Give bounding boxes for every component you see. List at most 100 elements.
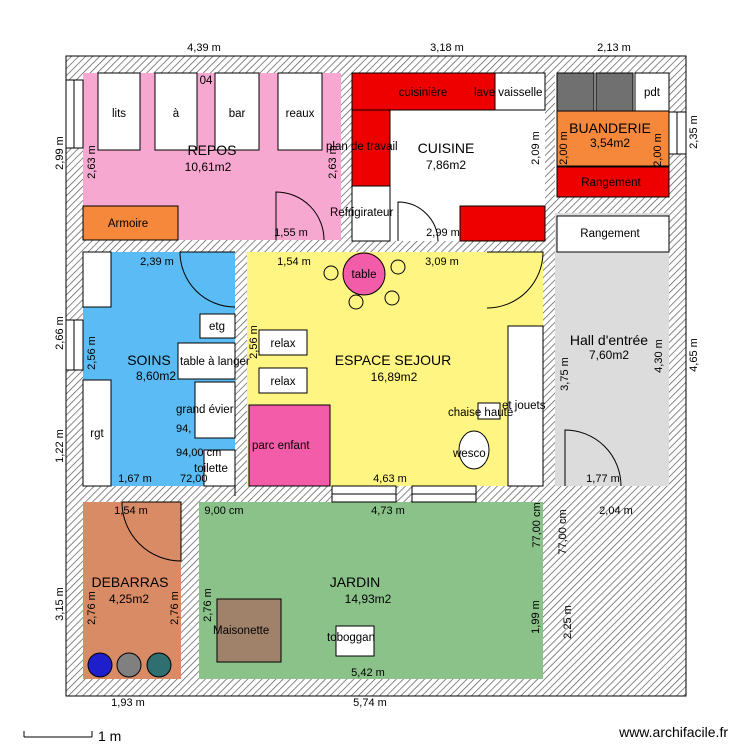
label-table-langer: table à langer: [180, 356, 250, 368]
dim-cuisine-h: 2,09 m: [530, 131, 542, 165]
dim-hall-w-bottom: 2,04 m: [599, 505, 633, 517]
room-name-sejour: ESPACE SEJOUR: [335, 352, 451, 368]
room-area-cuisine: 7,86m2: [426, 158, 466, 172]
room-area-hall: 7,60m2: [589, 348, 629, 362]
label-toilette: toilette: [194, 463, 228, 475]
chaise-haute: [477, 402, 501, 420]
dim-left-3: 1,22 m: [54, 429, 66, 463]
room-name-debarras: DEBARRAS: [91, 574, 168, 590]
label-lave-vaisselle: lave vaisselle: [474, 87, 542, 99]
bin-teal: [146, 652, 172, 678]
toboggan: [335, 625, 375, 657]
dim-v77-1: 77,00 cm: [531, 502, 543, 547]
room-name-hall: Hall d'entrée: [570, 332, 648, 348]
pdt-box: [634, 72, 670, 112]
relax-2: [258, 367, 308, 394]
label-relax-1: relax: [271, 338, 296, 350]
room-area-soins: 8,60m2: [136, 369, 176, 383]
label-pdt: pdt: [644, 87, 661, 99]
dim-top-1: 4,39 m: [187, 42, 221, 54]
label-armoire: Armoire: [108, 218, 148, 230]
shelf-top: [82, 251, 112, 308]
appliance-2: [595, 72, 634, 112]
bed-1: [97, 72, 141, 151]
dim-sejour-w-top: 1,54 m: [277, 256, 311, 268]
room-name-repos: REPOS: [187, 142, 236, 158]
label-maisonette: Maisonette: [213, 625, 269, 637]
room-name-jardin: JARDIN: [330, 574, 381, 590]
buanderie-orange: [556, 110, 670, 167]
dim-jardin-w-top: 4,73 m: [371, 505, 405, 517]
chair-1: [323, 265, 339, 281]
dim-door-w: 9,00 cm: [204, 505, 243, 517]
appliance-1: [556, 72, 595, 112]
dim-sejour-w-bottom: 4,63 m: [373, 473, 407, 485]
rangement-hall: [556, 215, 670, 253]
wesco: [458, 430, 490, 470]
label-plan-travail: plan de travail: [326, 141, 398, 153]
label-rangement-buanderie: Rangement: [581, 177, 641, 189]
label-lits: lits: [112, 108, 126, 120]
dim-sejour-h2: 3,75 m: [559, 357, 571, 391]
refrigerateur: [351, 185, 391, 242]
label-reaux: reaux: [286, 108, 315, 120]
door-repos: [275, 191, 325, 241]
label-rangement-hall: Rangement: [580, 228, 640, 240]
label-table: table: [352, 269, 377, 281]
door-debarras: [121, 501, 182, 562]
etg: [199, 313, 236, 339]
dim-soins-w: 2,39 m: [140, 256, 174, 268]
bed-4: [277, 72, 323, 151]
label-wesco: wesco: [452, 448, 486, 460]
label-refrigerateur: Refrigirateur: [330, 207, 393, 219]
relax-1: [258, 329, 308, 356]
maisonette: [216, 598, 282, 663]
dim-sejour-w-top2: 3,09 m: [425, 256, 459, 268]
door-soins: [179, 251, 236, 308]
bed-3: [214, 72, 260, 151]
chair-2: [390, 259, 406, 275]
room-area-debarras: 4,25m2: [109, 592, 149, 606]
dim-jardin-w-bottom: 5,42 m: [351, 667, 385, 679]
lave-vaisselle: [494, 72, 546, 111]
bed-2: [154, 72, 198, 151]
label-bar: bar: [229, 108, 246, 120]
dim-repos-h2: 2,63 m: [327, 145, 339, 179]
dim-hall-h: 4,30 m: [653, 339, 665, 373]
room-debarras: [83, 502, 181, 679]
room-area-jardin: 14,93m2: [345, 592, 392, 606]
dim-left-1: 2,99 m: [54, 136, 66, 170]
room-name-soins: SOINS: [127, 352, 171, 368]
dim-sink-w2: 94,: [176, 423, 191, 435]
dim-right-3: 2,25 m: [562, 605, 574, 639]
dim-top-3: 2,13 m: [597, 42, 631, 54]
chair-4: [384, 290, 400, 306]
dim-left-4: 3,15 m: [54, 587, 66, 621]
dim-jardin-h: 2,76 m: [202, 588, 214, 622]
parc-enfant: [248, 404, 331, 487]
dim-hall-w: 1,77 m: [586, 473, 620, 485]
door-hall: [564, 429, 622, 487]
door-cuisine: [397, 201, 439, 242]
label-code04: 04: [200, 75, 213, 87]
rgt: [82, 379, 112, 487]
dim-jardin-h2: 1,99 m: [530, 600, 542, 634]
room-hall: [555, 213, 669, 486]
meuble-cuisine-bas: [459, 205, 546, 242]
dim-left-2: 2,66 m: [54, 316, 66, 350]
room-area-sejour: 16,89m2: [371, 370, 418, 384]
label-cuisiniere: cuisinière: [399, 87, 448, 99]
dim-sink-w: 94,00 cm: [176, 447, 221, 459]
bin-blue: [87, 652, 113, 678]
label-grand-evier: grand évier: [176, 404, 234, 416]
site-credit: www.archifacile.fr: [618, 724, 728, 740]
label-a: à: [173, 108, 180, 120]
label-relax-2: relax: [271, 376, 296, 388]
plan-de-travail: [351, 109, 391, 187]
chair-3: [348, 294, 364, 310]
dim-deb-h2: 2,76 m: [169, 591, 181, 625]
dim-soins-w-bottom2: 72,00: [180, 473, 208, 485]
table-a-langer: [177, 342, 236, 380]
label-rgt: rgt: [90, 428, 104, 440]
